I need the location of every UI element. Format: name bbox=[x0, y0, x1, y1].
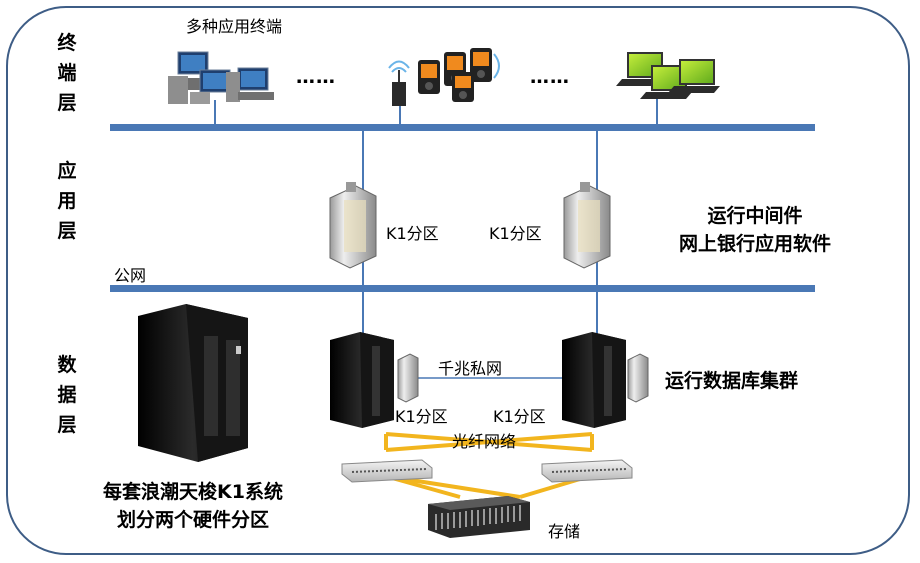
wireless-router-icon bbox=[388, 60, 410, 106]
desktop-computer-icon bbox=[226, 67, 274, 102]
mobile-device-icon bbox=[470, 48, 500, 82]
layer-title-data: 数据层 bbox=[57, 354, 77, 436]
desktop-computer-icon bbox=[190, 69, 231, 104]
rack-server-icon bbox=[330, 332, 394, 428]
k1-partition-label-db-left: K1分区 bbox=[395, 407, 448, 426]
private-net-label: 千兆私网 bbox=[438, 359, 503, 378]
app-description-line1: 运行中间件 bbox=[707, 205, 803, 227]
k1-partition-label-app-right: K1分区 bbox=[489, 224, 542, 243]
rack-server-icon bbox=[138, 304, 248, 462]
k1-partition-label-db-right: K1分区 bbox=[493, 407, 546, 426]
k1-partition-label-app-left: K1分区 bbox=[386, 224, 439, 243]
blade-server-icon bbox=[563, 182, 611, 269]
diagram-frame bbox=[6, 6, 910, 555]
blade-server-icon bbox=[397, 353, 419, 403]
storage-array-icon bbox=[428, 496, 530, 538]
laptop-icon bbox=[668, 59, 720, 93]
fc-switch-icon bbox=[341, 459, 433, 483]
db-description: 运行数据库集群 bbox=[665, 370, 799, 392]
system-description-line1: 每套浪潮天梭K1系统 bbox=[103, 481, 283, 503]
ellipsis-left: …… bbox=[296, 66, 336, 88]
rack-server-icon bbox=[562, 332, 626, 428]
terminals-label: 多种应用终端 bbox=[186, 17, 283, 36]
blade-server-icon bbox=[329, 182, 377, 269]
system-description-line2: 划分两个硬件分区 bbox=[116, 509, 269, 531]
layer-title-terminal: 终端层 bbox=[57, 32, 77, 114]
mobile-device-icon bbox=[452, 72, 474, 102]
fiber-network-label: 光纤网络 bbox=[452, 432, 517, 451]
public-net-bus bbox=[110, 285, 815, 292]
blade-server-icon bbox=[627, 353, 649, 403]
fc-switch-icon bbox=[541, 459, 633, 483]
app-description-line2: 网上银行应用软件 bbox=[678, 233, 831, 255]
layer-title-application: 应用层 bbox=[57, 160, 77, 242]
terminal-bus bbox=[110, 124, 815, 131]
mobile-device-icon bbox=[418, 60, 440, 94]
storage-label: 存储 bbox=[548, 522, 581, 541]
ellipsis-right: …… bbox=[530, 66, 570, 88]
public-net-label: 公网 bbox=[114, 266, 147, 285]
